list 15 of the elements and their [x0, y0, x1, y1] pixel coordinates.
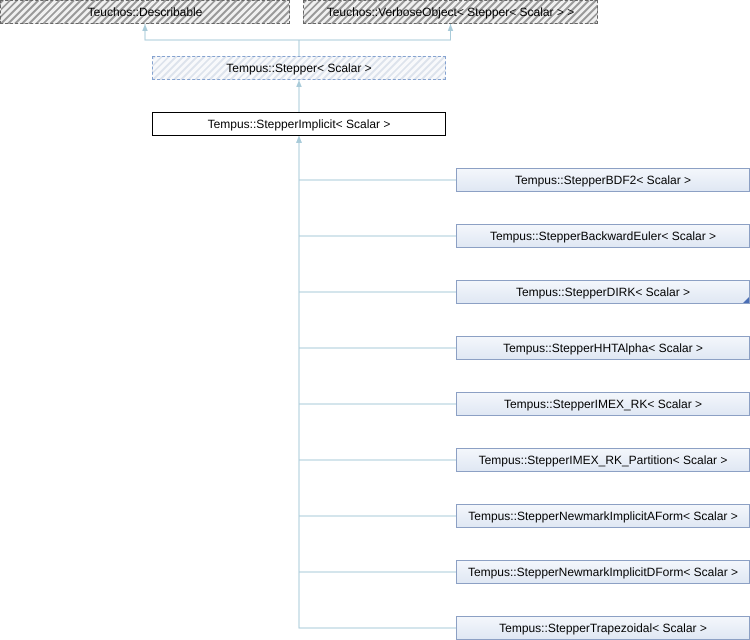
class-box: Tempus::StepperIMEX_RK_Partition< Scalar > — [456, 448, 750, 472]
class-box: Tempus::StepperTrapezoidal< Scalar > — [456, 616, 750, 640]
class-box: Tempus::StepperImplicit< Scalar > — [152, 112, 446, 136]
class-box: Tempus::StepperHHTAlpha< Scalar > — [456, 336, 750, 360]
class-box: Tempus::StepperIMEX_RK< Scalar > — [456, 392, 750, 416]
class-box: Teuchos::VerboseObject< Stepper< Scalar > > — [303, 0, 598, 24]
inheritance-arrow — [296, 80, 302, 112]
class-box: Tempus::StepperBackwardEuler< Scalar > — [456, 224, 750, 248]
class-box: Teuchos::Describable — [0, 0, 290, 24]
class-box: Tempus::StepperBDF2< Scalar > — [456, 168, 750, 192]
inheritance-arrow — [298, 24, 454, 56]
class-box: Tempus::StepperNewmarkImplicitDForm< Scalar > — [456, 560, 750, 584]
class-box: Tempus::Stepper< Scalar > — [152, 56, 446, 80]
class-box: Tempus::StepperDIRK< Scalar > — [456, 280, 750, 304]
class-box: Tempus::StepperNewmarkImplicitAForm< Scalar > — [456, 504, 750, 528]
